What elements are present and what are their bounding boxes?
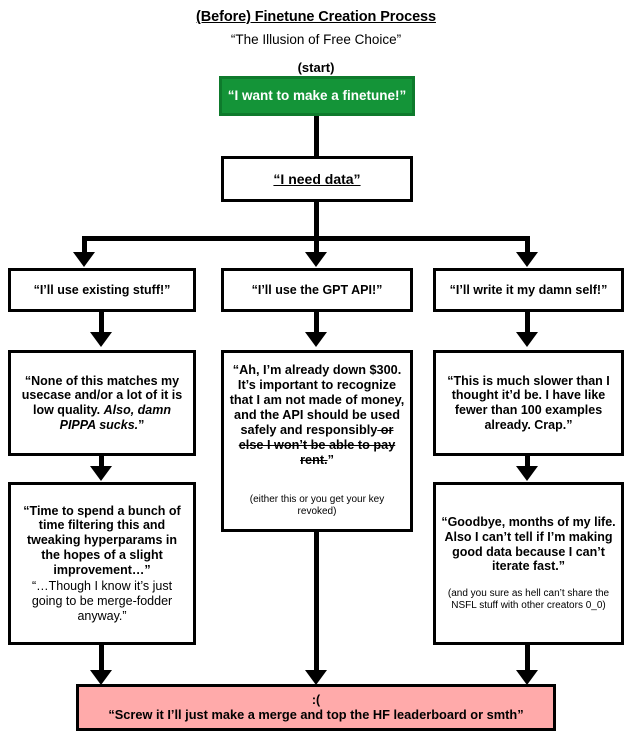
node-left-outcome-line1: “None of this matches my usecase and/or … <box>21 373 183 418</box>
node-left-outcome: “None of this matches my usecase and/or … <box>8 350 196 456</box>
node-branch-middle-text: “I’ll use the GPT API!” <box>251 282 383 297</box>
connector-right-outcome-to-outcome2 <box>525 456 530 469</box>
connector-right-to-conclusion <box>525 645 530 673</box>
node-left-outcome2-bold: “Time to spend a bunch of time filtering… <box>23 503 181 577</box>
arrowhead-to-branch-left <box>73 252 95 267</box>
node-start-text: “I want to make a finetune!” <box>227 88 407 104</box>
connector-start-to-needdata <box>314 116 319 156</box>
node-middle-outcome-note: (either this or you get your key revoked… <box>249 493 385 517</box>
node-conclusion-face: :( <box>311 692 321 707</box>
node-right-outcome-text: “This is much slower than I thought it’d… <box>447 373 610 432</box>
connector-right-branch-to-outcome <box>525 312 530 335</box>
connector-bus-drop-middle <box>314 236 319 254</box>
arrowhead-to-branch-middle <box>305 252 327 267</box>
arrowhead-right-outcome <box>516 332 538 347</box>
connector-bus-drop-right <box>525 236 530 254</box>
page-title: (Before) Finetune Creation Process <box>196 9 436 25</box>
node-branch-right-text: “I’ll write it my damn self!” <box>449 282 608 297</box>
node-need-data: “I need data” <box>221 156 413 202</box>
node-right-outcome2-bold: “Goodbye, months of my life. Also I can’… <box>441 515 616 574</box>
node-branch-middle: “I’ll use the GPT API!” <box>221 268 413 312</box>
node-conclusion-text: “Screw it I’ll just make a merge and top… <box>108 707 524 723</box>
connector-middle-branch-to-outcome <box>314 312 319 335</box>
node-middle-outcome-part1: “Ah, I’m already down $300. It’s importa… <box>229 363 405 437</box>
node-branch-left: “I’ll use existing stuff!” <box>8 268 196 312</box>
node-branch-left-text: “I’ll use existing stuff!” <box>33 282 171 297</box>
node-need-data-text: “I need data” <box>273 170 361 187</box>
arrowhead-left-outcome2 <box>90 466 112 481</box>
arrowhead-conclusion-middle <box>305 670 327 685</box>
node-left-outcome2: “Time to spend a bunch of time filtering… <box>8 482 196 645</box>
connector-left-branch-to-outcome <box>99 312 104 335</box>
connector-middle-to-conclusion <box>314 532 319 673</box>
node-right-outcome2-note: (and you sure as hell can’t share the NS… <box>447 588 610 611</box>
node-right-outcome: “This is much slower than I thought it’d… <box>433 350 624 456</box>
arrowhead-conclusion-right <box>516 670 538 685</box>
node-left-outcome-line3: ” <box>138 417 145 432</box>
arrowhead-to-branch-right <box>516 252 538 267</box>
node-right-outcome2: “Goodbye, months of my life. Also I can’… <box>433 482 624 645</box>
node-middle-outcome-part3: ” <box>327 452 334 467</box>
node-conclusion: :( “Screw it I’ll just make a merge and … <box>76 684 556 731</box>
connector-split-bus <box>82 236 530 241</box>
arrowhead-middle-outcome <box>305 332 327 347</box>
arrowhead-conclusion-left <box>90 670 112 685</box>
node-middle-outcome-struck: or else I won’t be able to pay rent. <box>238 422 396 467</box>
connector-needdata-stem <box>314 202 319 240</box>
node-left-outcome2-plain: “…Though I know it’s just going to be me… <box>31 579 173 623</box>
connector-left-to-conclusion <box>99 645 104 673</box>
connector-left-outcome-to-outcome2 <box>99 456 104 469</box>
node-middle-outcome: “Ah, I’m already down $300. It’s importa… <box>221 350 413 532</box>
arrowhead-right-outcome2 <box>516 466 538 481</box>
node-left-outcome-line2: Also, damn PIPPA sucks. <box>59 403 171 432</box>
arrowhead-left-outcome <box>90 332 112 347</box>
page-subtitle: “The Illusion of Free Choice” <box>230 32 402 47</box>
node-start: “I want to make a finetune!” <box>219 76 415 116</box>
start-label: (start) <box>297 60 335 75</box>
node-branch-right: “I’ll write it my damn self!” <box>433 268 624 312</box>
connector-bus-drop-left <box>82 236 87 254</box>
